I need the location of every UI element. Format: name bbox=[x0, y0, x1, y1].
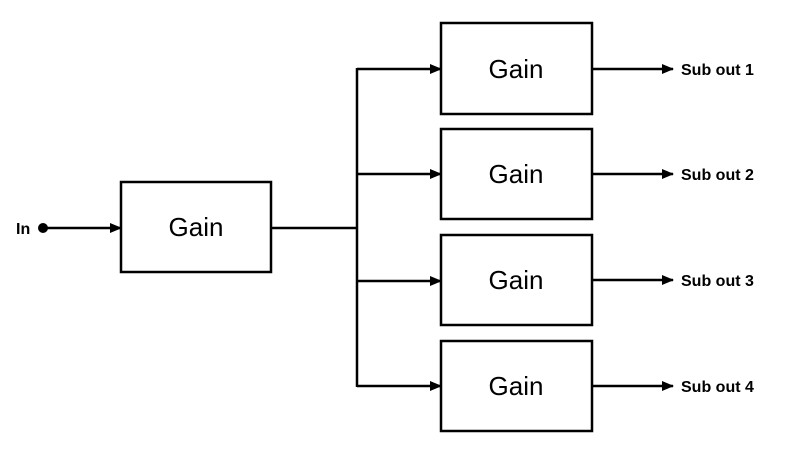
input-label: In bbox=[16, 221, 30, 238]
sub-gain-block-1: Gain bbox=[439, 21, 594, 116]
sub-out-label-3: Sub out 3 bbox=[681, 273, 754, 290]
sub-gain-box-3 bbox=[439, 233, 594, 327]
sub-gain-block-3: Gain bbox=[439, 233, 594, 327]
sub-gain-block-2: Gain bbox=[439, 127, 594, 221]
sub-gain-label-2: Gain bbox=[489, 159, 544, 189]
sub-gain-label-4: Gain bbox=[489, 371, 544, 401]
sub-out-label-1: Sub out 1 bbox=[681, 62, 754, 79]
sub-gain-block-4: Gain bbox=[439, 339, 594, 433]
sub-out-label-2: Sub out 2 bbox=[681, 167, 754, 184]
sub-gain-label-3: Gain bbox=[489, 265, 544, 295]
main-gain-label: Gain bbox=[169, 212, 224, 242]
main-gain-block: Gain bbox=[119, 180, 273, 274]
sub-gain-label-1: Gain bbox=[489, 54, 544, 84]
sub-out-label-4: Sub out 4 bbox=[681, 379, 754, 396]
sub-gain-box-2 bbox=[439, 127, 594, 221]
